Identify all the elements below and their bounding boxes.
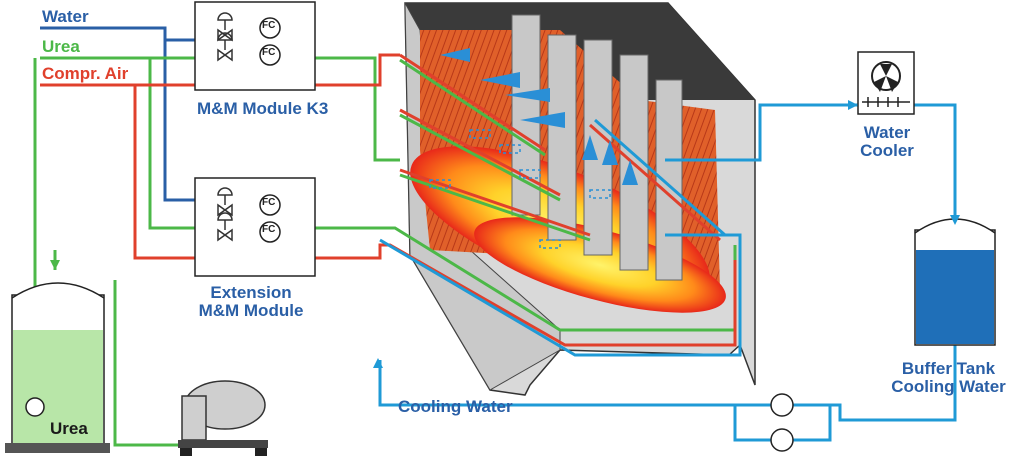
buffer-tank-label-line2: Cooling Water — [891, 376, 1006, 396]
panel — [547, 34, 577, 241]
extension-module-label: Extension M&M Module — [196, 284, 306, 320]
arrow-icon — [950, 215, 960, 225]
module-extension — [194, 177, 316, 277]
water-line — [40, 26, 210, 42]
urea-tank-base — [5, 443, 110, 453]
urea-line — [113, 280, 192, 447]
buffer-tank-liquid — [916, 250, 994, 344]
lance — [399, 108, 561, 197]
spray-droplets — [429, 129, 611, 249]
flow-controller-icon — [259, 194, 281, 243]
input-label-water: Water — [42, 7, 89, 26]
lance — [399, 58, 546, 157]
pump-icon — [770, 393, 794, 417]
module-k3-label: M&M Module K3 — [197, 99, 329, 118]
water-cooler-label-line2: Cooler — [860, 140, 914, 160]
spray-cone — [602, 140, 618, 165]
spray-cone — [582, 135, 598, 160]
pump-icon — [25, 397, 45, 417]
urea-tank-label: Urea — [50, 419, 88, 438]
module-k3 — [194, 1, 316, 91]
extension-module-label-line2: M&M Module — [198, 300, 304, 320]
urea-line — [148, 58, 210, 230]
heat-exchanger-panels — [511, 14, 683, 281]
cooling-line — [379, 233, 742, 357]
arrow-icon — [373, 358, 383, 368]
valve-icon — [217, 187, 233, 242]
cooling-line — [665, 103, 860, 162]
water-cooler — [857, 51, 915, 115]
input-label-compr-air: Compr. Air — [42, 64, 129, 83]
flow-arrows — [50, 100, 960, 368]
urea-line — [290, 56, 400, 162]
spray-cones — [440, 48, 638, 185]
spray-pattern — [589, 189, 611, 199]
lance — [399, 168, 591, 237]
buffer-tank-label: Buffer Tank Cooling Water — [876, 360, 1021, 396]
spray-cone — [440, 48, 470, 62]
cooling-lines — [378, 103, 957, 422]
cooling-line — [830, 340, 957, 422]
fan-icon — [871, 61, 901, 91]
pump-icon — [770, 428, 794, 452]
spray-cone — [505, 88, 550, 102]
flow-controller-icon — [259, 17, 281, 66]
module-k3-box — [194, 1, 316, 91]
cooling-line — [913, 103, 957, 225]
fc-label: FC — [262, 224, 276, 235]
fc-label: FC — [262, 47, 276, 58]
urea-tank-liquid — [13, 330, 103, 444]
panel — [511, 14, 541, 216]
fc-label: FC — [262, 197, 276, 208]
lance — [399, 173, 591, 242]
spray-pattern — [499, 144, 521, 154]
lance — [399, 113, 561, 202]
spray-pattern — [429, 179, 451, 189]
buffer-tank-label-line1: Buffer Tank — [901, 359, 996, 378]
spray-pattern — [469, 129, 491, 139]
panel — [655, 79, 683, 281]
urea-tank-top — [11, 282, 105, 299]
buffer-tank — [914, 218, 996, 346]
spray-cone — [480, 72, 520, 88]
arrow-icon — [848, 100, 858, 110]
flame-zone-lower — [474, 217, 726, 313]
cooling-pumps — [733, 393, 832, 452]
lance — [594, 118, 726, 237]
water-cooler-label: Water Cooler — [852, 124, 922, 160]
spray-cone — [622, 160, 638, 185]
lance — [399, 53, 546, 152]
cooling-water-label: Cooling Water — [398, 397, 513, 416]
spray-pattern — [539, 239, 561, 249]
water-cooler-label-line1: Water — [863, 123, 911, 142]
urea-tank — [5, 282, 110, 453]
lance — [589, 123, 721, 242]
extension-module-label-line1: Extension — [210, 283, 292, 302]
cooling-line — [378, 360, 735, 407]
fc-label: FC — [262, 20, 276, 31]
air-line — [133, 85, 210, 260]
module-extension-box — [194, 177, 316, 277]
tanker-truck-icon — [178, 380, 268, 456]
arrow-icon — [50, 260, 60, 270]
spray-pattern — [519, 169, 541, 179]
injection-lances — [399, 53, 726, 242]
valve-icon — [217, 12, 233, 62]
input-label-urea: Urea — [42, 37, 80, 56]
furnace — [399, 2, 756, 396]
spray-cone — [520, 112, 565, 128]
